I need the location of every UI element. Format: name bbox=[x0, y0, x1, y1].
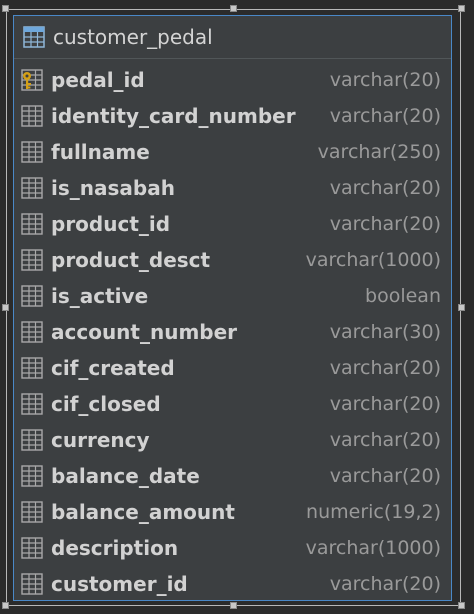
column-type: varchar(20) bbox=[329, 465, 441, 487]
resize-handle-right[interactable] bbox=[458, 304, 465, 311]
column-name: fullname bbox=[51, 140, 150, 164]
column-row[interactable]: is_active boolean bbox=[14, 278, 451, 314]
table-icon bbox=[23, 26, 45, 48]
resize-handle-top[interactable] bbox=[230, 5, 237, 12]
column-icon bbox=[21, 285, 43, 307]
column-name: cif_closed bbox=[51, 392, 161, 416]
column-row[interactable]: account_number varchar(30) bbox=[14, 314, 451, 350]
column-row[interactable]: currency varchar(20) bbox=[14, 422, 451, 458]
resize-handle-top-right[interactable] bbox=[458, 5, 465, 12]
table-name: customer_pedal bbox=[53, 25, 213, 49]
primary-key-column-icon bbox=[21, 69, 43, 91]
column-icon bbox=[21, 177, 43, 199]
column-icon bbox=[21, 501, 43, 523]
column-name: is_active bbox=[51, 284, 149, 308]
column-type: varchar(20) bbox=[329, 393, 441, 415]
resize-handle-left[interactable] bbox=[2, 304, 9, 311]
column-icon bbox=[21, 357, 43, 379]
column-icon bbox=[21, 537, 43, 559]
column-type: boolean bbox=[365, 285, 441, 307]
column-name: cif_created bbox=[51, 356, 175, 380]
column-icon bbox=[21, 573, 43, 595]
column-type: varchar(1000) bbox=[305, 537, 441, 559]
column-type: varchar(20) bbox=[329, 177, 441, 199]
column-row[interactable]: product_id varchar(20) bbox=[14, 206, 451, 242]
column-row[interactable]: customer_id varchar(20) bbox=[14, 566, 451, 602]
column-row[interactable]: identity_card_number varchar(20) bbox=[14, 98, 451, 134]
resize-handle-bottom-right[interactable] bbox=[458, 602, 465, 609]
column-row[interactable]: cif_closed varchar(20) bbox=[14, 386, 451, 422]
column-icon bbox=[21, 141, 43, 163]
column-row[interactable]: description varchar(1000) bbox=[14, 530, 451, 566]
column-row[interactable]: pedal_id varchar(20) bbox=[14, 62, 451, 98]
column-icon bbox=[21, 105, 43, 127]
column-type: varchar(20) bbox=[329, 573, 441, 595]
column-icon bbox=[21, 321, 43, 343]
resize-handle-top-left[interactable] bbox=[2, 5, 9, 12]
column-icon bbox=[21, 213, 43, 235]
column-row[interactable]: balance_date varchar(20) bbox=[14, 458, 451, 494]
column-row[interactable]: fullname varchar(250) bbox=[14, 134, 451, 170]
column-type: varchar(20) bbox=[329, 429, 441, 451]
table-header[interactable]: customer_pedal bbox=[14, 16, 451, 59]
column-type: varchar(20) bbox=[329, 357, 441, 379]
column-type: varchar(1000) bbox=[305, 249, 441, 271]
column-type: varchar(20) bbox=[329, 69, 441, 91]
column-type: numeric(19,2) bbox=[306, 501, 441, 523]
column-icon bbox=[21, 393, 43, 415]
column-name: product_desct bbox=[51, 248, 211, 272]
resize-handle-bottom[interactable] bbox=[230, 602, 237, 609]
column-name: balance_date bbox=[51, 464, 200, 488]
column-type: varchar(250) bbox=[317, 141, 441, 163]
column-row[interactable]: product_desct varchar(1000) bbox=[14, 242, 451, 278]
column-name: currency bbox=[51, 428, 150, 452]
column-icon bbox=[21, 429, 43, 451]
column-icon bbox=[21, 465, 43, 487]
column-name: description bbox=[51, 536, 179, 560]
column-type: varchar(20) bbox=[329, 213, 441, 235]
column-icon bbox=[21, 249, 43, 271]
column-name: is_nasabah bbox=[51, 176, 175, 200]
column-name: identity_card_number bbox=[51, 104, 296, 128]
column-type: varchar(20) bbox=[329, 105, 441, 127]
column-row[interactable]: balance_amount numeric(19,2) bbox=[14, 494, 451, 530]
column-row[interactable]: is_nasabah varchar(20) bbox=[14, 170, 451, 206]
column-name: account_number bbox=[51, 320, 238, 344]
column-name: pedal_id bbox=[51, 68, 145, 92]
column-name: balance_amount bbox=[51, 500, 235, 524]
column-row[interactable]: cif_created varchar(20) bbox=[14, 350, 451, 386]
resize-handle-bottom-left[interactable] bbox=[2, 602, 9, 609]
column-type: varchar(30) bbox=[329, 321, 441, 343]
column-name: customer_id bbox=[51, 572, 188, 596]
column-name: product_id bbox=[51, 212, 171, 236]
